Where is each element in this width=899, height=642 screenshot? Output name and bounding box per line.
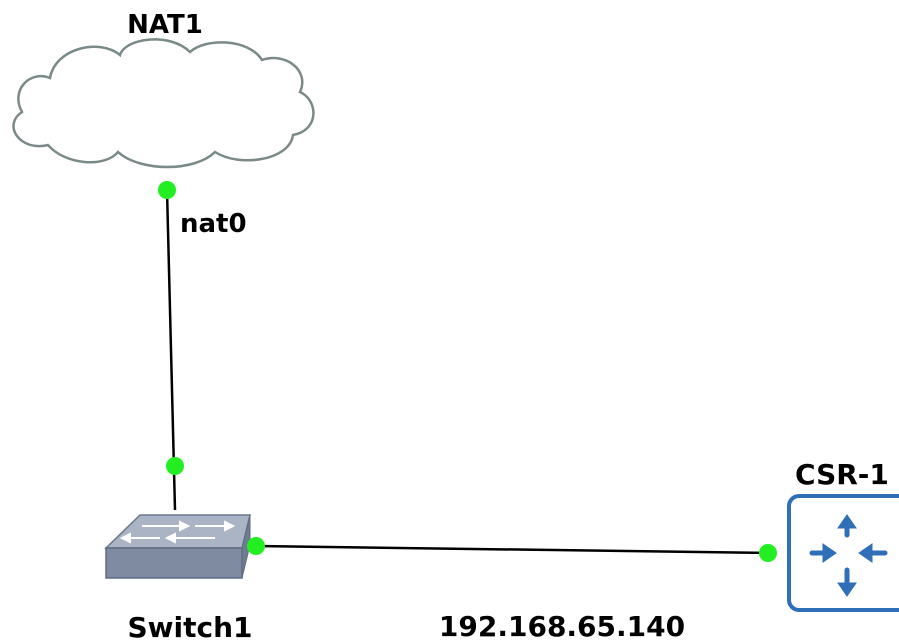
port-status-csr1 (759, 544, 777, 562)
cloud-icon[interactable] (12, 38, 315, 169)
nat1-label: NAT1 (127, 10, 203, 40)
port-status-nat1 (158, 181, 176, 199)
port-status-switch1-right (247, 537, 265, 555)
port-status-switch1-up (166, 457, 184, 475)
csr1-label: CSR-1 (795, 458, 889, 491)
nat0-interface-label: nat0 (180, 209, 247, 239)
link-switch1-csr1[interactable] (255, 544, 771, 555)
link-nat1-switch1[interactable] (165, 189, 177, 511)
switch-icon[interactable] (104, 514, 251, 579)
switch1-label: Switch1 (127, 611, 252, 642)
ip-link-label: 192.168.65.140 (439, 610, 685, 642)
router-icon[interactable] (787, 494, 899, 612)
